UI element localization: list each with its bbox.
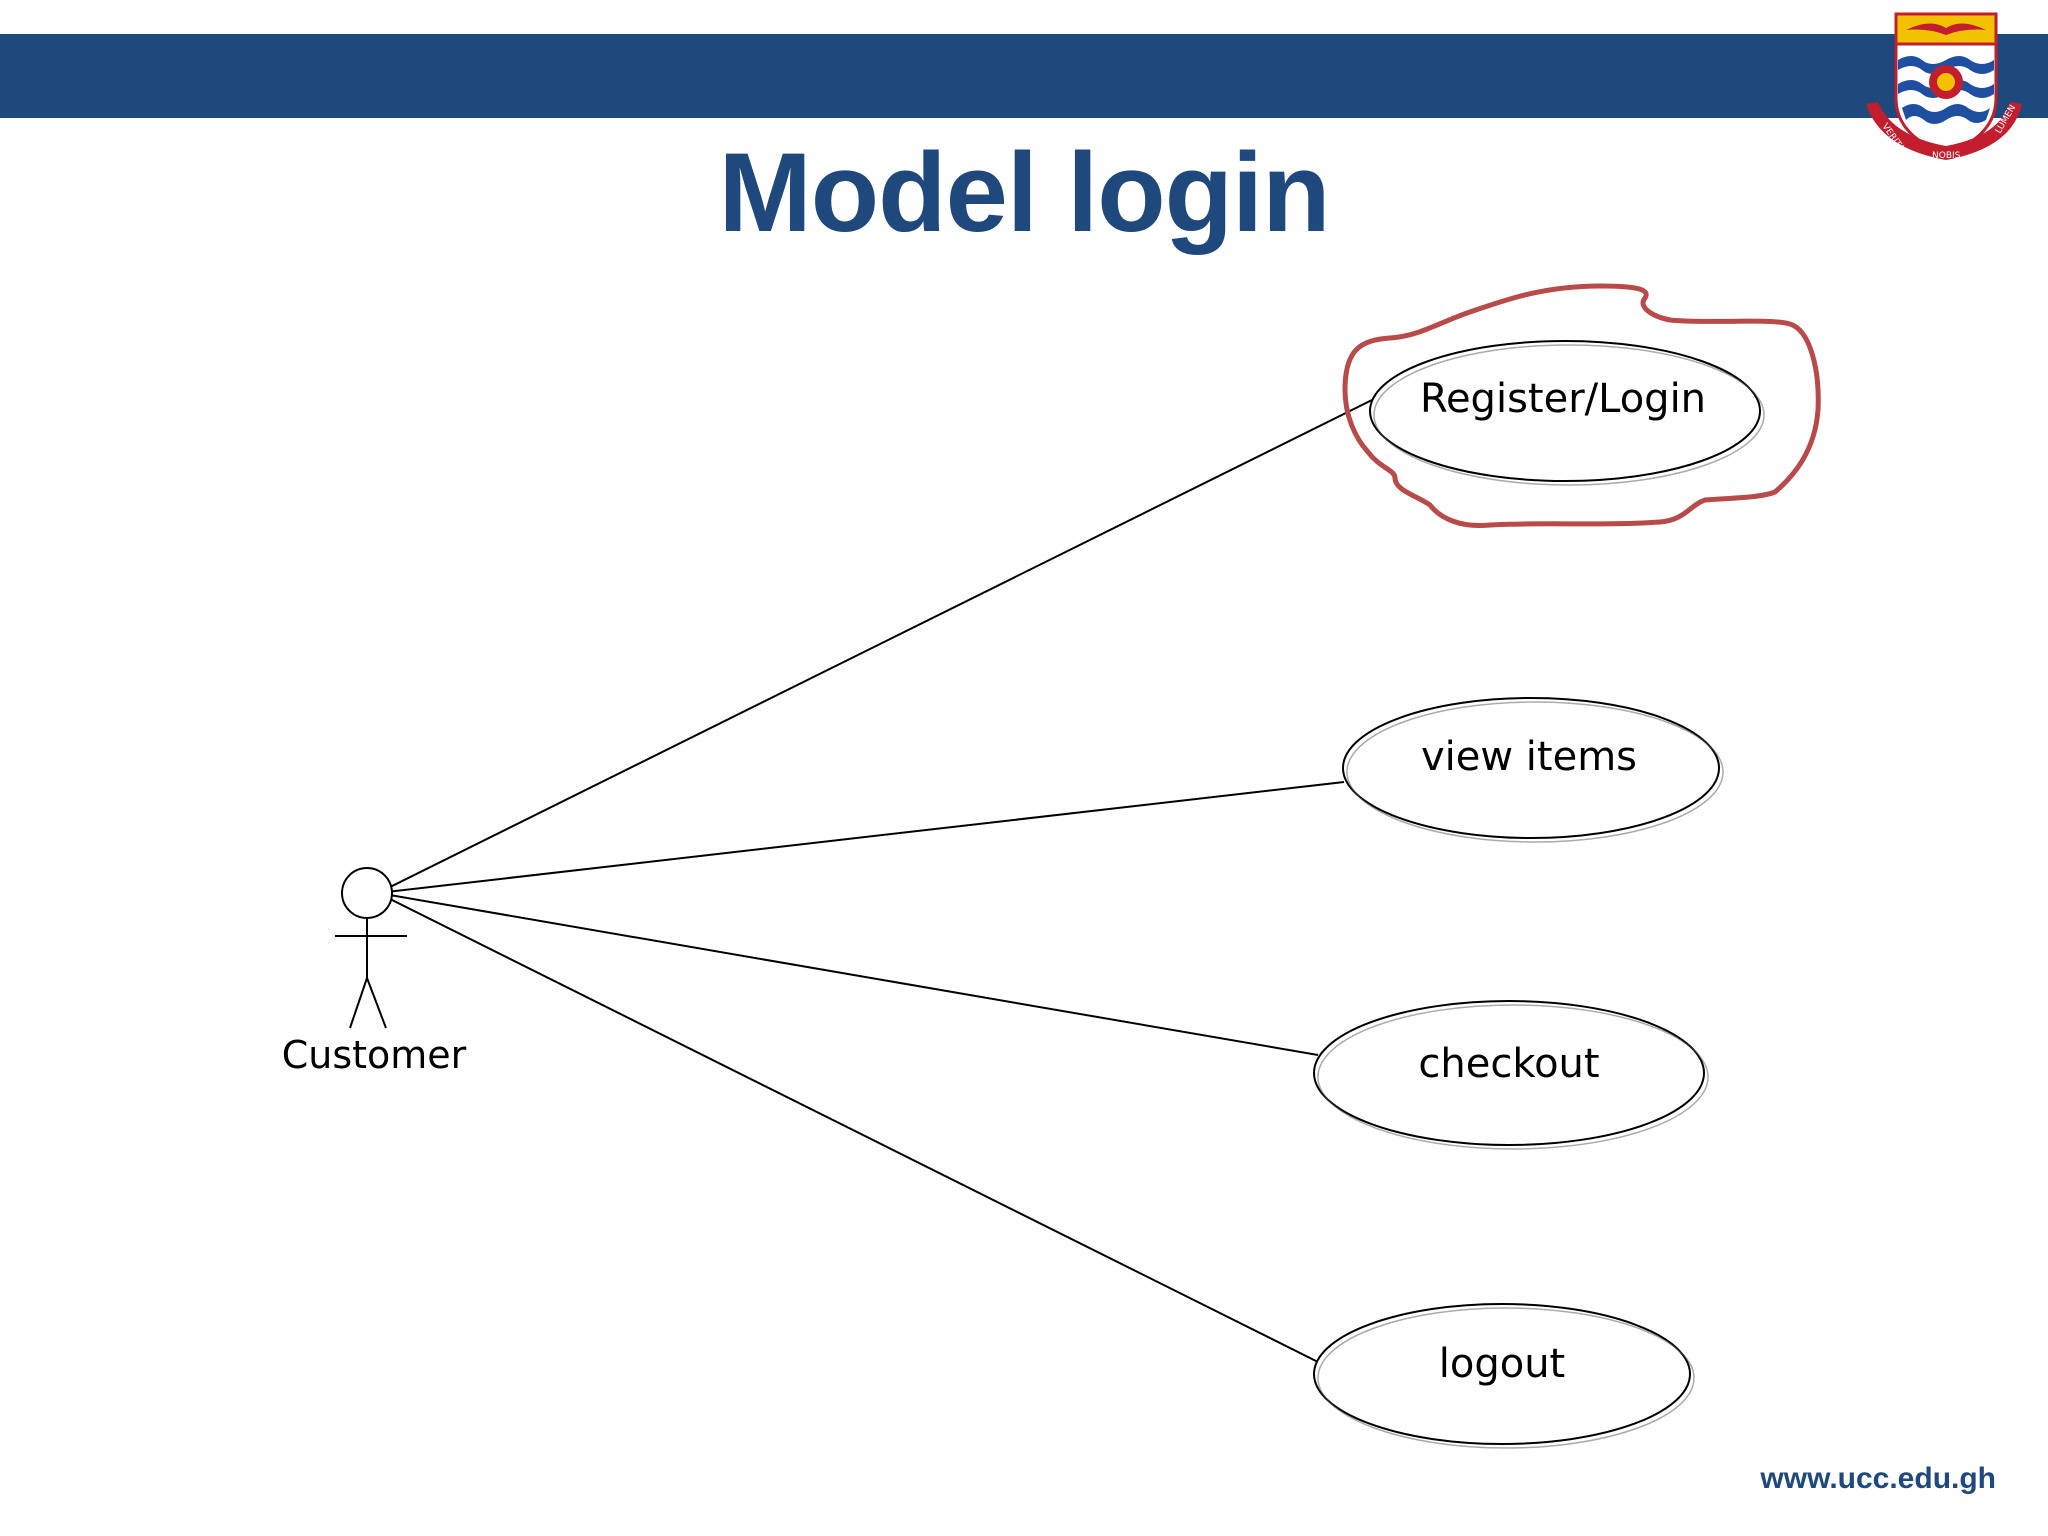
highlight-annotation [1342, 283, 1821, 529]
header-bar [0, 34, 2048, 118]
use-case-label: logout [1439, 1341, 1565, 1387]
actor-label: Customer [282, 1033, 467, 1077]
university-crest-icon: VERITAS NOBIS LUMEN [1866, 12, 2022, 161]
footer-url[interactable]: www.ucc.edu.gh [1760, 1462, 1996, 1495]
actor-head-icon [341, 867, 393, 919]
use-case-label: checkout [1418, 1041, 1599, 1087]
slide-title: Model login [718, 130, 1330, 255]
crest-motto-center: NOBIS [1932, 151, 1961, 161]
use-case-view-items: view items [1342, 697, 1724, 843]
use-case-checkout: checkout [1313, 1000, 1709, 1150]
association-line-view-items [377, 781, 1345, 894]
actor-customer: Customer [282, 867, 467, 1077]
use-case-logout: logout [1313, 1303, 1695, 1449]
use-case-label: view items [1421, 734, 1637, 780]
association-line-register-login [377, 399, 1373, 894]
association-line-logout [377, 892, 1319, 1363]
use-case-label: Register/Login [1420, 376, 1706, 422]
association-line-checkout [377, 892, 1319, 1056]
use-case-register-login: Register/Login [1369, 340, 1765, 486]
